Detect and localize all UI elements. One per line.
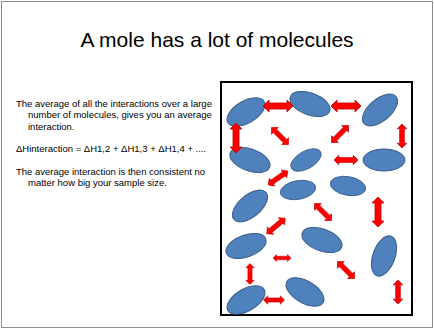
sample-box (221, 82, 412, 315)
body-text: ΔHinteraction = ΔH1,2 + ΔH1,3 + ΔH1,4 + … (16, 143, 212, 154)
interaction-arrows (230, 100, 407, 304)
molecules (222, 86, 405, 320)
body-text: The average interaction is then consiste… (16, 166, 212, 189)
body-text: The average of all the interactions over… (16, 98, 212, 132)
slide-title: A mole has a lot of molecules (80, 28, 353, 52)
